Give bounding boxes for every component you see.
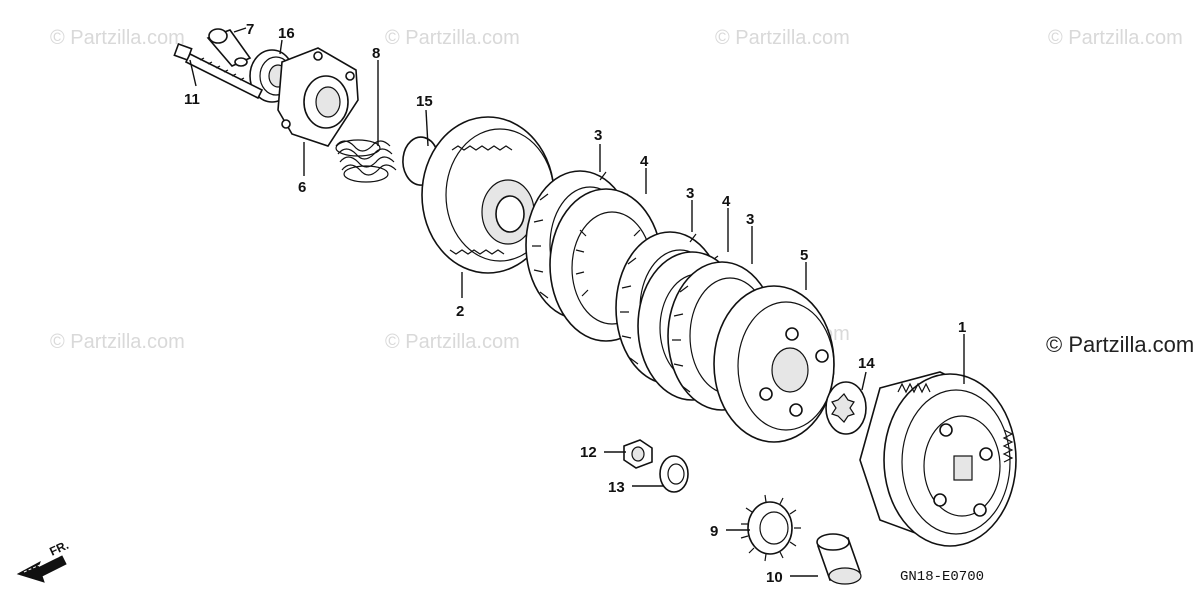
- callout-15: 15: [416, 93, 433, 110]
- callout-2: 2: [456, 303, 464, 320]
- part-6-lifter-plate: [277, 47, 359, 147]
- part-14-lock-washer: [825, 381, 867, 435]
- callout-16: 16: [278, 25, 295, 42]
- watermark: © Partzilla.com: [1048, 27, 1183, 49]
- callout-12: 12: [580, 444, 597, 461]
- watermark-prominent: © Partzilla.com: [1046, 332, 1194, 357]
- diagram-code: GN18-E0700: [900, 569, 984, 585]
- watermark: © Partzilla.com: [50, 331, 185, 353]
- callout-14: 14: [858, 355, 875, 372]
- callout-8: 8: [372, 45, 380, 62]
- part-1-clutch-outer: [859, 371, 1017, 547]
- callout-3: 3: [746, 211, 754, 228]
- watermark: © Partzilla.com: [385, 27, 520, 49]
- part-9-gear: [740, 494, 801, 562]
- callout-11: 11: [184, 91, 200, 108]
- front-arrow-icon: FR.: [16, 538, 71, 583]
- callout-7: 7: [246, 21, 254, 38]
- part-2-drive-gear: [421, 116, 555, 274]
- watermark: © Partzilla.com: [385, 331, 520, 353]
- part-13-washer: [659, 455, 689, 493]
- watermark: © Partzilla.com: [50, 27, 185, 49]
- callout-1: 1: [958, 319, 966, 336]
- part-11-bolt: [173, 42, 264, 100]
- callout-3: 3: [686, 185, 694, 202]
- part-8-spring: [335, 139, 397, 183]
- callout-4: 4: [722, 193, 731, 210]
- callout-6: 6: [298, 179, 306, 196]
- callout-10: 10: [766, 569, 783, 586]
- front-label: FR.: [47, 538, 70, 559]
- watermark: © Partzilla.com: [715, 27, 850, 49]
- callout-4: 4: [640, 153, 649, 170]
- part-5-pressure-plate: [713, 285, 835, 443]
- leader-lines: [189, 27, 965, 577]
- callout-9: 9: [710, 523, 718, 540]
- part-12-nut: [623, 439, 653, 469]
- callout-5: 5: [800, 247, 808, 264]
- callout-labels: 7 16 11 6 8 15 2 3 4 3 4 3 5 14 1 12 13 …: [184, 21, 966, 586]
- callout-3: 3: [594, 127, 602, 144]
- part-7-pin: [206, 28, 252, 67]
- part-10-collar: [816, 533, 862, 585]
- callout-13: 13: [608, 479, 625, 496]
